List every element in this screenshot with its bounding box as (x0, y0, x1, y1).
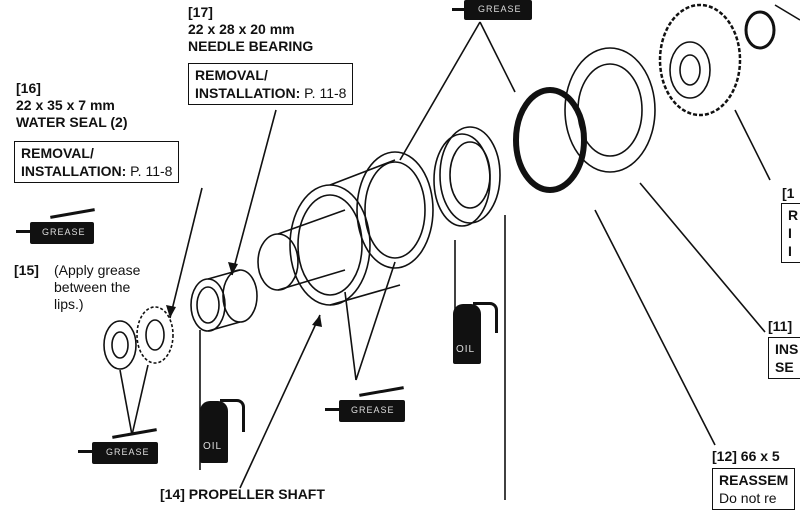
oil-can-icon-center: OIL (445, 298, 501, 366)
leader-water-seal (169, 187, 203, 319)
right-top-box: R I I (781, 203, 800, 263)
note-line: lips.) (54, 296, 84, 312)
needle-bearing-callout: [17] 22 x 28 x 20 mm NEEDLE BEARING (188, 4, 313, 55)
propeller-shaft-callout: [14] PROPELLER SHAFT (160, 486, 325, 503)
note-line: (Apply grease (54, 262, 141, 278)
leader-propeller-shaft (239, 314, 321, 489)
page-reference: P. 11-8 (130, 163, 173, 179)
water-seal-procedure-box: REMOVAL/ INSTALLATION: P. 11-8 (14, 141, 180, 183)
grease-gun-icon-top: GREASE (452, 0, 532, 20)
procedure-label: I (788, 243, 792, 259)
ref-number: [14] (160, 486, 185, 502)
grease-label: GREASE (42, 227, 86, 237)
grease-label: GREASE (478, 4, 522, 14)
needle-bearing-procedure-box: REMOVAL/ INSTALLATION: P. 11-8 (188, 63, 354, 105)
grease-note: (Apply grease between the lips.) (54, 262, 140, 313)
ref-number: [16] (16, 80, 41, 96)
procedure-label: I (788, 225, 792, 241)
procedure-label: SE (775, 359, 794, 375)
part-name: PROPELLER SHAFT (188, 486, 325, 502)
right-top-ref: [1 (782, 185, 795, 201)
grease-gun-icon-left: GREASE (16, 208, 100, 246)
leader-needle-bearing (231, 109, 277, 276)
ref-number: [17] (188, 4, 213, 20)
part-name: WATER SEAL (2) (16, 114, 128, 130)
note-line: between the (54, 279, 131, 295)
procedure-note: Do not re (719, 490, 777, 506)
oil-label: OIL (203, 441, 223, 452)
oil-label: OIL (456, 344, 476, 355)
procedure-label: REMOVAL/ (195, 67, 268, 83)
water-seal-callout: [16] 22 x 35 x 7 mm WATER SEAL (2) (16, 80, 128, 131)
grease-label: GREASE (351, 405, 395, 415)
right-bottom-box: REASSEM Do not re (712, 468, 796, 510)
page-reference: P. 11-8 (304, 85, 347, 101)
grease-gun-icon-bottom-left: GREASE (78, 428, 162, 466)
part-size: 22 x 28 x 20 mm (188, 21, 295, 37)
procedure-label: INSTALLATION: (21, 163, 127, 179)
grease-note-ref: [15] (14, 262, 39, 278)
procedure-label: INSTALLATION: (195, 85, 301, 101)
procedure-label: R (788, 207, 799, 223)
grease-label: GREASE (106, 447, 150, 457)
right-mid-box: INS SE (768, 337, 800, 379)
right-mid-ref: [11] (768, 318, 793, 334)
procedure-label: INS (775, 341, 799, 357)
procedure-label: REASSEM (719, 472, 789, 488)
procedure-label: REMOVAL/ (21, 145, 94, 161)
part-size: 22 x 35 x 7 mm (16, 97, 115, 113)
right-bottom-ref: [12] 66 x 5 (712, 448, 780, 464)
oil-can-icon-bottom: OIL (190, 395, 246, 465)
part-name: NEEDLE BEARING (188, 38, 314, 54)
grease-gun-icon-center: GREASE (325, 386, 409, 424)
